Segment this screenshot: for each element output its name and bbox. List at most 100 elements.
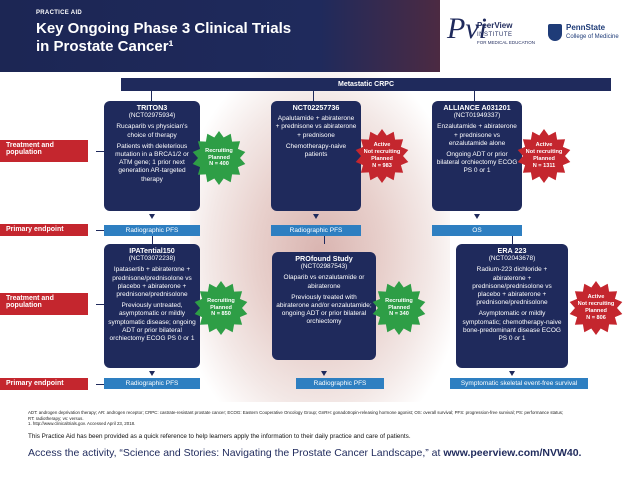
status-badge-era223: Active Not recruiting Planned N = 806 (568, 280, 624, 336)
label-line (96, 151, 110, 152)
trial-name: NCT02257736 (292, 103, 340, 112)
burst-shape (194, 281, 248, 335)
logo-area (440, 0, 638, 72)
endpoint-nct02257736: Radiographic PFS (271, 225, 361, 236)
trial-box-era223: ERA 223 (NCT02043678) Radium-223 dichlor… (456, 244, 568, 368)
page-title: Key Ongoing Phase 3 Clinical Trials in P… (36, 20, 296, 56)
status-line: Recruiting (385, 297, 413, 304)
status-badge-ipatential150: Recruiting Planned N = 850 (193, 280, 249, 336)
trial-population: Ongoing ADT or prior bilateral orchiecto… (436, 151, 518, 175)
access-statement: Access the activity, “Science and Storie… (28, 447, 638, 459)
trial-treatment: Apalutamide + abiraterone + prednisone v… (275, 115, 357, 139)
status-line: Active (535, 142, 553, 149)
status-line: N = 850 (211, 311, 231, 318)
side-label-treatment-2: Treatment and population (0, 293, 88, 315)
connector-line (152, 236, 153, 244)
footnote-abbreviations-2: RT: radiotherapy; vs: versus. (28, 415, 84, 421)
trial-treatment: Ipatasertib + abiraterone + prednisone/p… (112, 266, 192, 299)
burst-shape (569, 281, 623, 335)
trial-name: TRITON3 (136, 103, 168, 112)
status-badge-profound: Recruiting Planned N = 340 (371, 280, 427, 336)
connector-line (474, 91, 475, 101)
access-prefix: Access the activity, “Science and Storie… (28, 447, 444, 459)
endpoint-triton3: Radiographic PFS (104, 225, 200, 236)
shield-icon (548, 24, 562, 41)
status-line: Recruiting (207, 297, 235, 304)
status-line: Active (373, 142, 391, 149)
arrow-down-icon (509, 371, 515, 376)
burst-shape (192, 131, 246, 185)
burst-shape (372, 281, 426, 335)
arrow-down-icon (321, 371, 327, 376)
trial-nct: (NCT02975934) (128, 112, 176, 120)
pvi-mark: Pvi (447, 12, 487, 45)
status-line: Planned (208, 154, 230, 161)
trial-treatment: Rucaparib vs physician's choice of thera… (116, 123, 188, 139)
arrow-down-icon (474, 214, 480, 219)
trial-population: Chemotherapy-naive patients (285, 142, 347, 159)
connector-line (512, 236, 513, 244)
status-badge-nct02257736: Active Not recruiting Planned N = 983 (354, 128, 410, 184)
trial-name: ERA 223 (497, 246, 527, 255)
trial-population: Patients with deleterious mutation in a … (115, 142, 189, 183)
endpoint-era223: Symptomatic skeletal event-free survival (450, 378, 588, 389)
footnote: ADT: androgen deprivation therapy; AR: a… (28, 410, 628, 427)
status-line: N = 983 (372, 162, 392, 169)
burst-shape (355, 129, 409, 183)
pvi-line-3: FOR MEDICAL EDUCATION (477, 40, 536, 45)
trial-treatment: Enzalutamide + abiraterone + prednisone … (437, 123, 517, 147)
trial-nct: (NCT03072238) (128, 255, 176, 263)
connector-line (324, 236, 325, 244)
status-line: Not recruiting (525, 149, 563, 156)
footnote-abbreviations: ADT: androgen deprivation therapy; AR: a… (28, 410, 564, 415)
endpoint-profound: Radiographic PFS (296, 378, 384, 389)
side-label-treatment-1: Treatment and population (0, 140, 88, 162)
status-badge-triton3: Recruiting Planned N = 400 (191, 130, 247, 186)
title-line-2: in Prostate Cancer¹ (36, 38, 174, 55)
arrow-down-icon (149, 214, 155, 219)
pvi-line-2: INSTITUTE (477, 32, 513, 38)
connector-line (313, 91, 314, 101)
status-line: Not recruiting (363, 149, 401, 156)
status-badge-alliance: Active Not recruiting Planned N = 1311 (516, 128, 572, 184)
arrow-down-icon (313, 214, 319, 219)
trial-population: Previously untreated, asymptomatic or mi… (108, 302, 196, 343)
trial-population: Asymptomatic or mildly symptomatic; chem… (462, 310, 562, 343)
trial-name: ALLIANCE A031201 (443, 103, 511, 112)
trial-treatment: Radium-223 dichloride + abiraterone + pr… (472, 266, 552, 307)
trial-name: PROfound Study (295, 254, 353, 263)
endpoint-alliance: OS (432, 225, 522, 236)
trial-nct: (NCT01949337) (453, 112, 501, 120)
mcrpc-bar: Metastatic CRPC (121, 78, 611, 91)
trial-box-ipatential150: IPATential150 (NCT03072238) Ipatasertib … (104, 244, 200, 368)
trial-box-alliance: ALLIANCE A031201 (NCT01949337) Enzalutam… (432, 101, 522, 211)
status-line: N = 340 (389, 311, 409, 318)
title-line-1: Key Ongoing Phase 3 Clinical Trials (36, 20, 292, 37)
psu-line-2: College of Medicine (566, 34, 619, 40)
pennstate-logo: PennState College of Medicine (548, 22, 634, 52)
status-line: Not recruiting (577, 301, 615, 308)
status-line: Recruiting (205, 147, 233, 154)
status-line: Planned (371, 156, 393, 162)
trial-treatment: Olaparib vs enzalutamide or abiraterone (283, 274, 365, 290)
side-label-endpoint-2: Primary endpoint (0, 378, 88, 390)
connector-line (151, 91, 152, 101)
status-line: Planned (585, 308, 607, 314)
trial-nct: (NCT02043678) (488, 255, 536, 263)
status-line: Planned (533, 156, 555, 162)
provided-statement: This Practice Aid has been provided as a… (28, 433, 411, 440)
pvi-line-1: PeerView (477, 21, 513, 30)
side-label-endpoint-1: Primary endpoint (0, 224, 88, 236)
trial-name: IPATential150 (129, 246, 175, 255)
trial-box-triton3: TRITON3 (NCT02975934) Rucaparib vs physi… (104, 101, 200, 211)
status-line: N = 1311 (532, 162, 556, 169)
status-line: N = 806 (586, 314, 606, 321)
trial-population: Previously treated with abiraterone and/… (276, 293, 372, 326)
label-line (96, 230, 110, 231)
trial-nct: (NCT02987543) (300, 263, 348, 271)
trial-box-profound: PROfound Study (NCT02987543) Olaparib vs… (272, 252, 376, 360)
arrow-down-icon (149, 371, 155, 376)
access-url-link[interactable]: www.peerview.com/NVW40. (443, 447, 582, 459)
label-line (96, 384, 110, 385)
psu-line-1: PennState (566, 23, 606, 32)
